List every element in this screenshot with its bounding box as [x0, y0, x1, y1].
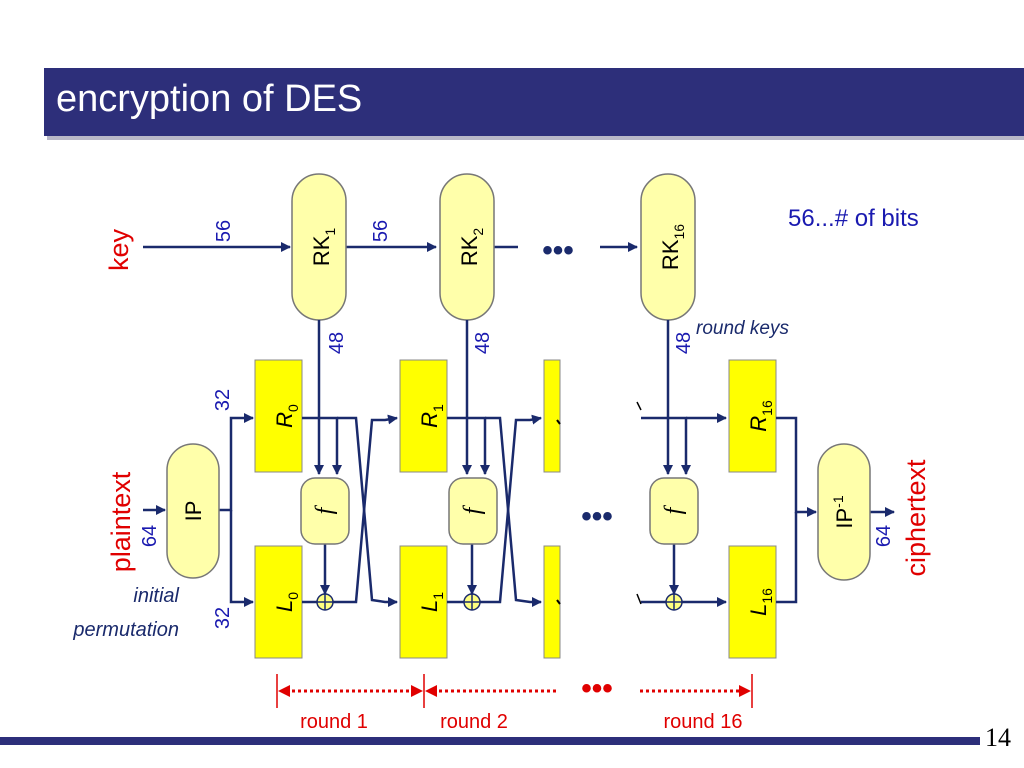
- ellipsis-round-markers: •••: [581, 672, 613, 705]
- io-labels: key plaintext ciphertext: [104, 228, 931, 576]
- l0-base: L: [272, 600, 297, 612]
- r1-sub: 1: [430, 404, 446, 412]
- l16-to-ipinv-line: [776, 512, 798, 604]
- round1-wiring: [302, 414, 398, 607]
- bits-ciphertext: 64: [873, 525, 895, 547]
- bits-l0: 32: [212, 607, 234, 629]
- svg-text:RK1: RK1: [309, 228, 338, 267]
- rk16-sub: 16: [671, 224, 687, 240]
- ip-box: IP: [166, 443, 220, 579]
- round2-block: R1 L1: [399, 359, 448, 659]
- rk2-sub: 2: [470, 228, 486, 236]
- r0-to-l1-arrow: [337, 416, 398, 607]
- round-ticks: [276, 674, 753, 708]
- f-box-2: f: [448, 477, 498, 545]
- truncated-blocks: [543, 359, 642, 659]
- ciphertext-label: ciphertext: [901, 459, 931, 577]
- ip-to-l0-arrow: [229, 510, 254, 607]
- round1-block: R0 L0: [254, 359, 303, 659]
- ip-connections: [143, 413, 254, 607]
- r1-base: R: [417, 412, 442, 428]
- key-label: key: [104, 228, 134, 271]
- permutation-note: permutation: [72, 619, 179, 641]
- page-title: encryption of DES: [56, 78, 363, 120]
- round-labels: round 1 round 2 round 16: [300, 711, 742, 733]
- xor2-to-r2-arrow: [480, 414, 542, 604]
- f16-label: f: [661, 504, 687, 514]
- footer-bar: [0, 737, 980, 745]
- xor-1: [316, 593, 334, 611]
- ipinv-base: IP: [832, 508, 857, 529]
- ip-inverse-box: IP-1: [817, 443, 871, 581]
- f-box-1: f: [300, 477, 350, 545]
- r0-sub: 0: [285, 404, 301, 412]
- round-key-box-1: RK1: [291, 173, 347, 321]
- round16-wiring: [641, 413, 727, 607]
- ip-to-r0-arrow: [219, 413, 254, 512]
- svg-text:RK16: RK16: [658, 224, 687, 270]
- l16-sub: 16: [759, 588, 775, 604]
- xor-2: [463, 593, 481, 611]
- round-key-box-2: RK2: [439, 173, 495, 321]
- rk1-sub: 1: [322, 228, 338, 236]
- l16-base: L: [746, 604, 771, 616]
- r16-sub: 16: [759, 400, 775, 416]
- l1-sub: 1: [430, 592, 446, 600]
- round-key-arrows: [314, 320, 673, 475]
- title-bar: encryption of DES: [44, 68, 1024, 136]
- plaintext-label: plaintext: [106, 471, 136, 572]
- l1-base: L: [417, 600, 442, 612]
- round-2-label: round 2: [440, 711, 508, 733]
- svg-text:R1: R1: [417, 404, 446, 428]
- l0-sub: 0: [285, 592, 301, 600]
- ellipsis-rounds: •••: [581, 500, 613, 533]
- svg-text:R0: R0: [272, 404, 301, 428]
- f-box-16: f: [649, 477, 699, 545]
- r0-base: R: [272, 412, 297, 428]
- ellipses: ••• ••• •••: [542, 234, 613, 705]
- bits-rk2: 48: [472, 332, 494, 354]
- svg-text:RK2: RK2: [457, 228, 486, 267]
- f1-label: f: [312, 504, 338, 514]
- f2-label: f: [460, 504, 486, 514]
- bits-plaintext: 64: [139, 525, 161, 547]
- round2-wiring: [447, 414, 542, 607]
- rk2-base: RK: [457, 235, 482, 266]
- r15-to-f-arrow: [641, 416, 691, 475]
- svg-text:L0: L0: [272, 592, 301, 612]
- round-key-box-16: RK16: [640, 173, 696, 321]
- rk1-base: RK: [309, 235, 334, 266]
- round-arrowheads: [278, 685, 751, 697]
- r16-to-ipinv-arrow: [776, 416, 817, 517]
- xor-16: [665, 593, 683, 611]
- bit-width-labels: 56 56 48 48 48 32 32 64 64: [139, 220, 895, 629]
- output-wiring: [776, 416, 895, 604]
- bits-rk16: 48: [673, 332, 695, 354]
- svg-text:IP-1: IP-1: [830, 495, 857, 528]
- svg-text:L16: L16: [746, 588, 775, 616]
- r1-to-l2-arrow: [485, 416, 542, 607]
- bits-note: 56...# of bits: [788, 205, 919, 232]
- xor1-to-r1-arrow: [333, 414, 398, 604]
- svg-text:R16: R16: [746, 400, 775, 432]
- ellipsis-key: •••: [542, 234, 574, 267]
- ipinv-sup: -1: [830, 495, 846, 508]
- bits-key-in: 56: [213, 220, 235, 242]
- ip-label: IP: [181, 501, 206, 522]
- bits-r0: 32: [212, 389, 234, 411]
- round16-block: R16 L16: [728, 359, 777, 659]
- bits-rk1: 48: [326, 332, 348, 354]
- r16-base: R: [746, 416, 771, 432]
- initial-note: initial: [133, 585, 179, 607]
- round-keys-note: round keys: [696, 318, 789, 339]
- page-number: 14: [985, 723, 1011, 752]
- round-16-label: round 16: [664, 711, 743, 733]
- rk16-base: RK: [658, 239, 683, 270]
- bits-key-between: 56: [370, 220, 392, 242]
- svg-text:L1: L1: [417, 592, 446, 612]
- round-1-label: round 1: [300, 711, 368, 733]
